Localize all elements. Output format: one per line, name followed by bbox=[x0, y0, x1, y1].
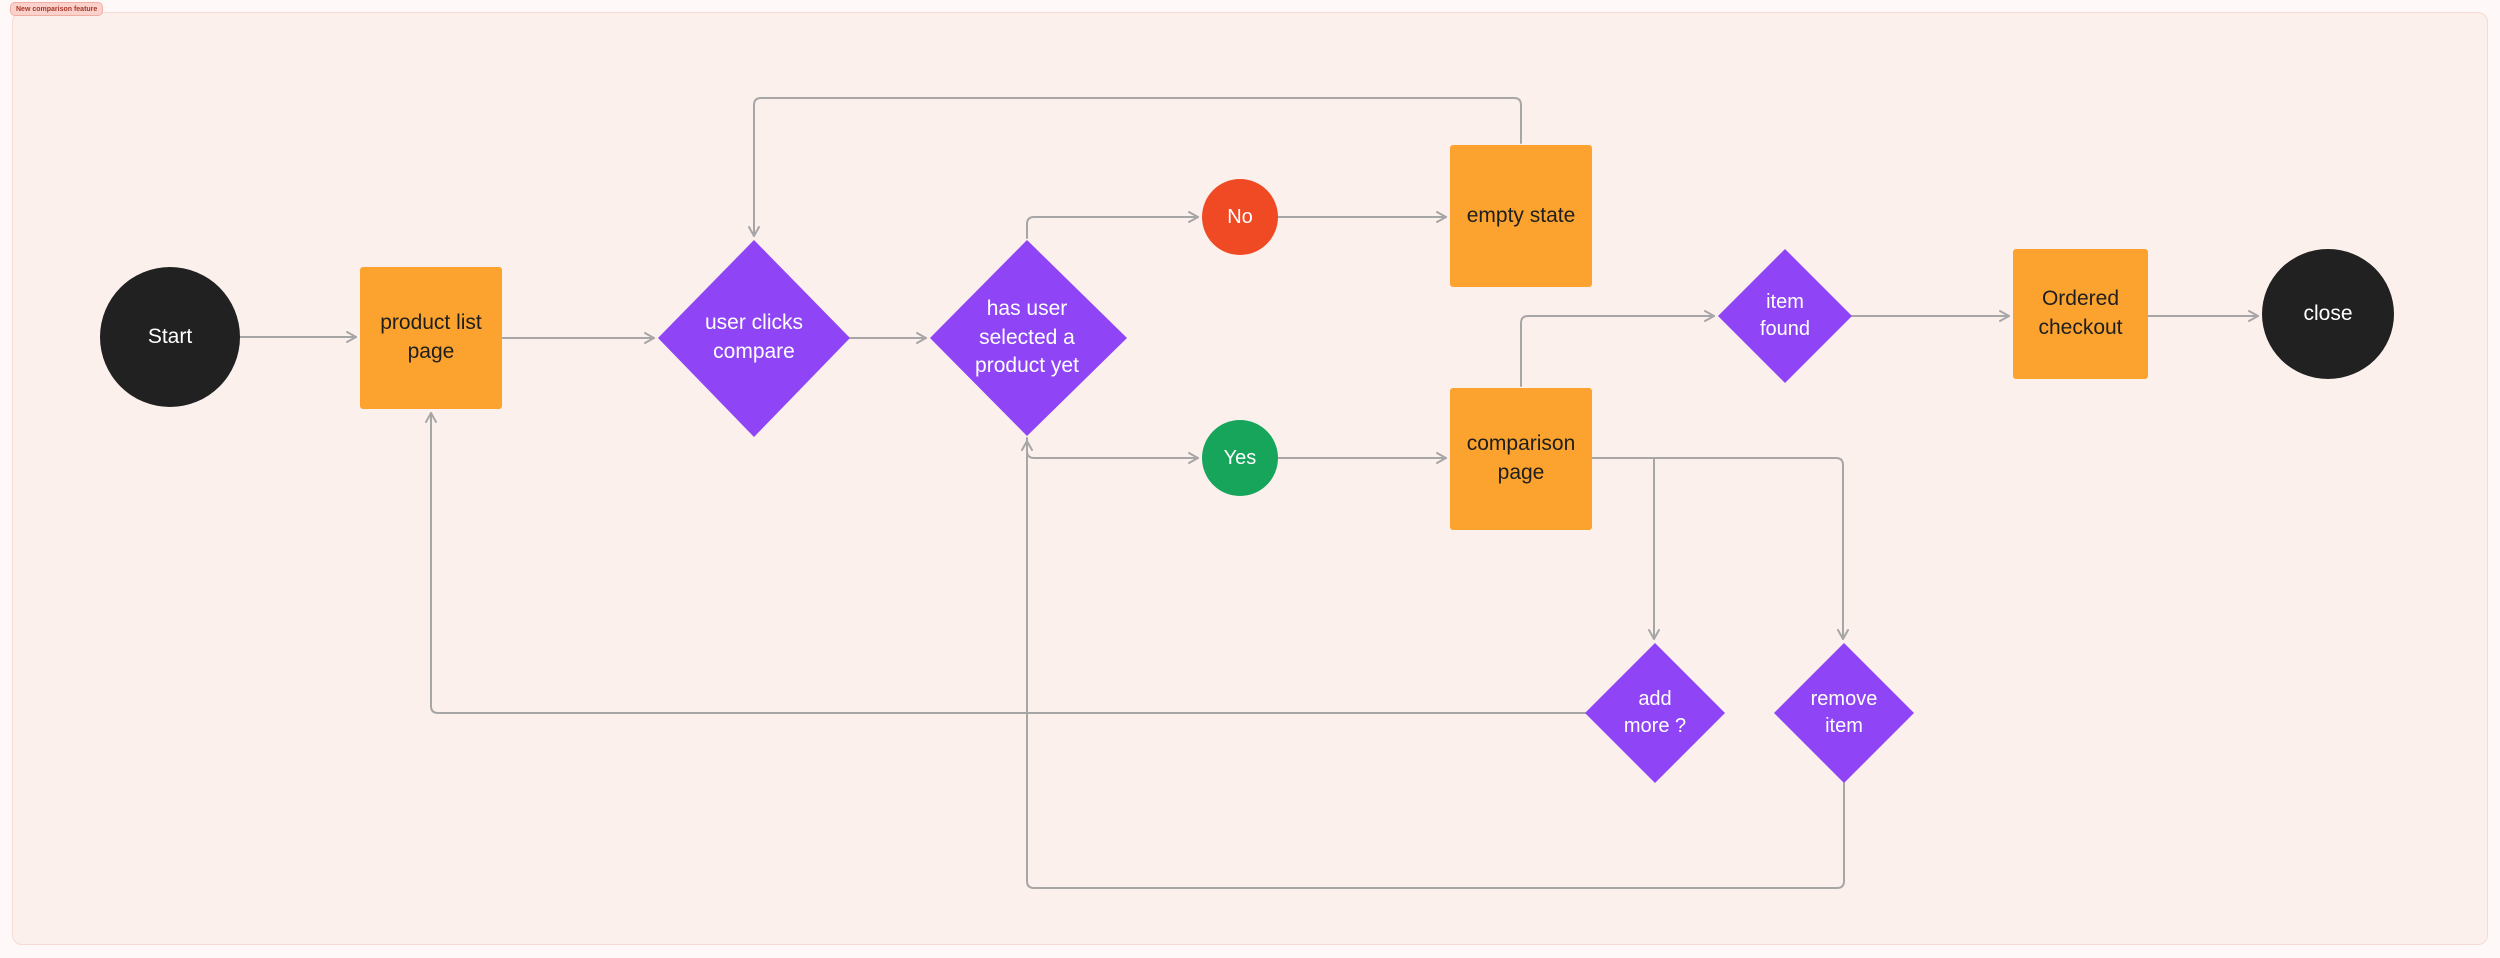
node-no[interactable] bbox=[1202, 179, 1278, 255]
connector-add-more-to-product-list-loop[interactable] bbox=[425, 412, 1586, 714]
node-close[interactable] bbox=[2262, 249, 2394, 379]
connector-has-user-selected-to-no[interactable] bbox=[1026, 211, 1199, 239]
connector-has-user-selected-to-yes[interactable] bbox=[1026, 437, 1199, 464]
node-product-list-page[interactable] bbox=[360, 267, 502, 409]
node-comparison-page[interactable] bbox=[1450, 388, 1592, 530]
node-start[interactable] bbox=[100, 267, 240, 407]
node-has-user-selected[interactable] bbox=[930, 240, 1127, 436]
connector-comparison-page-to-item-found[interactable] bbox=[1520, 310, 1715, 387]
section-label[interactable]: New comparison feature bbox=[10, 2, 104, 16]
connector-empty-state-to-user-clicks-loop[interactable] bbox=[748, 97, 1522, 237]
node-add-more[interactable] bbox=[1585, 643, 1725, 783]
connector-comparison-page-to-remove-item[interactable] bbox=[1591, 457, 1849, 640]
connector-remove-item-to-has-user-selected-loop[interactable] bbox=[1021, 440, 1845, 889]
node-user-clicks-compare[interactable] bbox=[658, 240, 850, 437]
node-remove-item[interactable] bbox=[1774, 643, 1914, 783]
node-yes[interactable] bbox=[1202, 420, 1278, 496]
node-item-found[interactable] bbox=[1718, 249, 1852, 383]
node-ordered-checkout[interactable] bbox=[2013, 249, 2148, 379]
node-empty-state[interactable] bbox=[1450, 145, 1592, 287]
